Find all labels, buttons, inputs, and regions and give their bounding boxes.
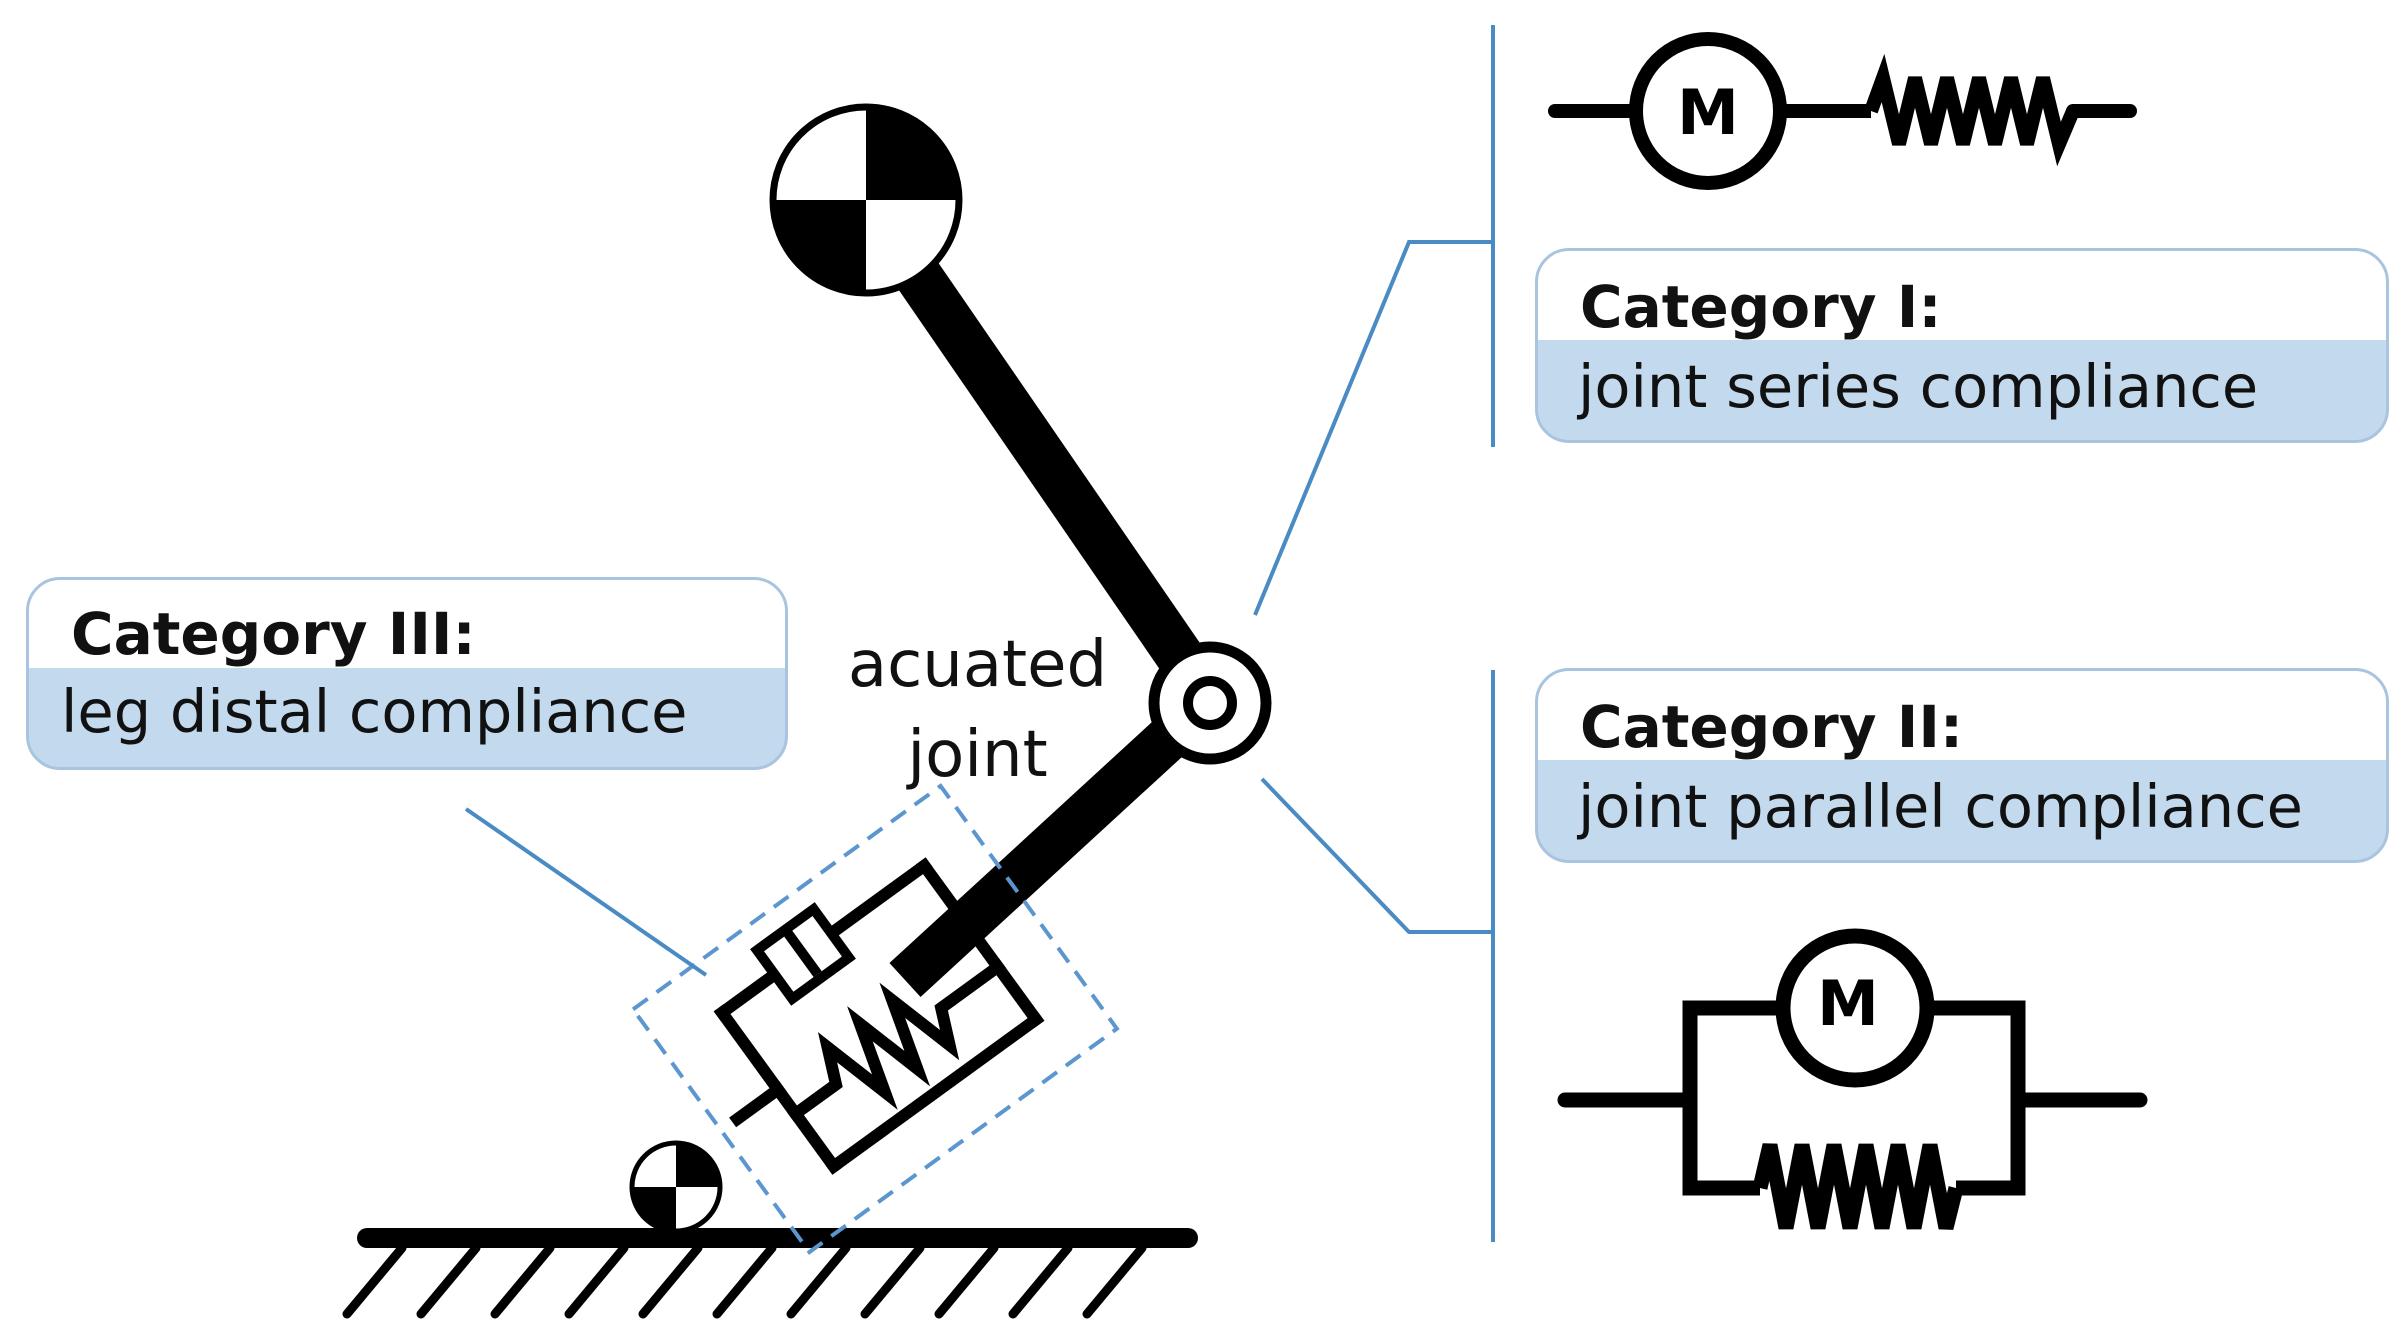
lower-link [889,683,1226,997]
foot-mass-icon [629,1140,723,1234]
category-iii-title: Category III: [71,600,476,668]
series-compliance-symbol [1548,32,2137,190]
ground [342,1228,1198,1319]
body-mass-icon [769,103,963,297]
category-iii-description: leg distal compliance [61,677,688,746]
spring-icon [1752,1143,1964,1230]
category-ii-description: joint parallel compliance [1578,772,2303,841]
category-ii-box: Category II: joint parallel compliance [1535,668,2389,863]
category-i-box: Category I: joint series compliance [1535,248,2389,443]
category-iii-box: Category III: leg distal compliance [26,577,788,770]
connector-lines [464,25,1495,1242]
motor-label: M [1677,76,1739,149]
damper-icon [750,902,856,1006]
category-ii-title: Category II: [1580,693,1964,761]
ground-hatching [342,1243,1147,1319]
parallel-compliance-symbol [1557,928,2148,1230]
motor-icon [1775,928,1935,1088]
upper-link [846,186,1230,714]
category-i-title: Category I: [1580,273,1942,341]
joint-label-line1: acuated [847,628,1108,702]
motor-label: M [1817,967,1879,1040]
distal-compliance-unit [630,783,1120,1255]
joint-label-line2: joint [907,718,1048,792]
category-i-description: joint series compliance [1578,352,2259,421]
joint-icon [1148,641,1272,765]
spring-icon [787,958,1007,1123]
spring-icon [1864,53,2080,167]
